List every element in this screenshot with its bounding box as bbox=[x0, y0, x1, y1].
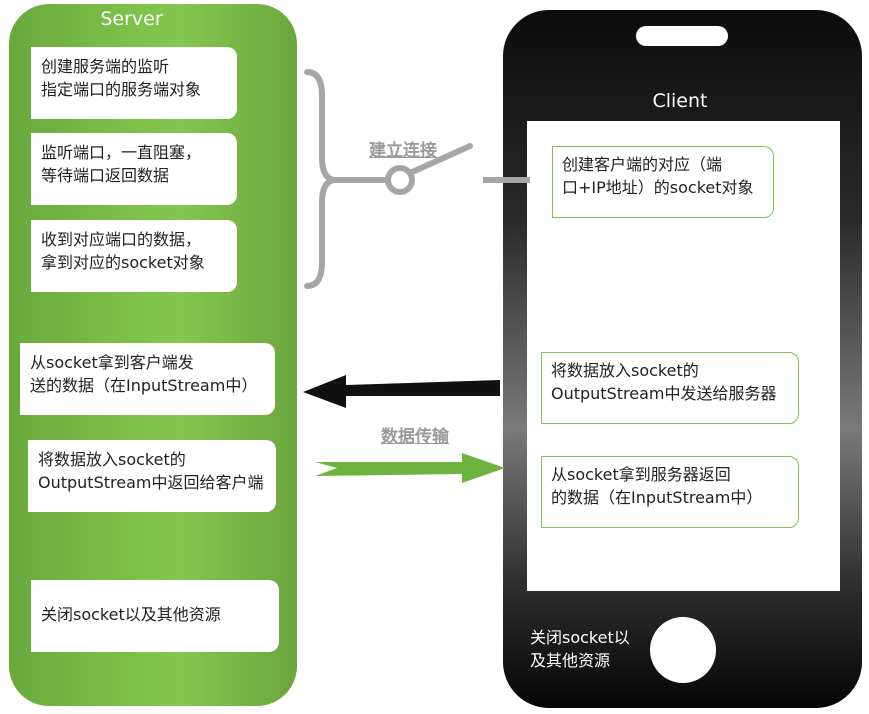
server-step-receive-socket: 收到对应端口的数据， 拿到对应的socket对象 bbox=[31, 220, 237, 292]
server-step-read-input: 从socket拿到客户端发 送的数据（在InputStream中） bbox=[20, 343, 275, 415]
connect-label: 建立连接 bbox=[369, 141, 437, 161]
server-step-write-output: 将数据放入socket的 OutputStream中返回给客户端 bbox=[28, 440, 276, 512]
connection-brace bbox=[304, 69, 335, 289]
arrow-server-to-client bbox=[315, 453, 505, 483]
phone-home-button bbox=[650, 617, 716, 683]
client-step-read-input: 从socket拿到服务器返回 的数据（在InputStream中） bbox=[541, 456, 799, 528]
server-title: Server bbox=[100, 8, 163, 30]
arrow-client-to-server bbox=[303, 375, 500, 408]
switch-pivot bbox=[385, 165, 415, 195]
client-close-text: 关闭socket以 及其他资源 bbox=[530, 628, 630, 670]
server-step-close: 关闭socket以及其他资源 bbox=[31, 580, 279, 652]
transfer-label: 数据传输 bbox=[381, 427, 449, 447]
phone-speaker bbox=[636, 26, 728, 46]
client-step-write-output: 将数据放入socket的 OutputStream中发送给服务器 bbox=[541, 352, 799, 424]
server-step-listen-port: 监听端口，一直阻塞， 等待端口返回数据 bbox=[31, 133, 237, 205]
client-step-create-socket: 创建客户端的对应（端 口+IP地址）的socket对象 bbox=[552, 146, 774, 218]
server-step-create-listener: 创建服务端的监听 指定端口的服务端对象 bbox=[31, 47, 237, 119]
client-title: Client bbox=[652, 90, 708, 112]
